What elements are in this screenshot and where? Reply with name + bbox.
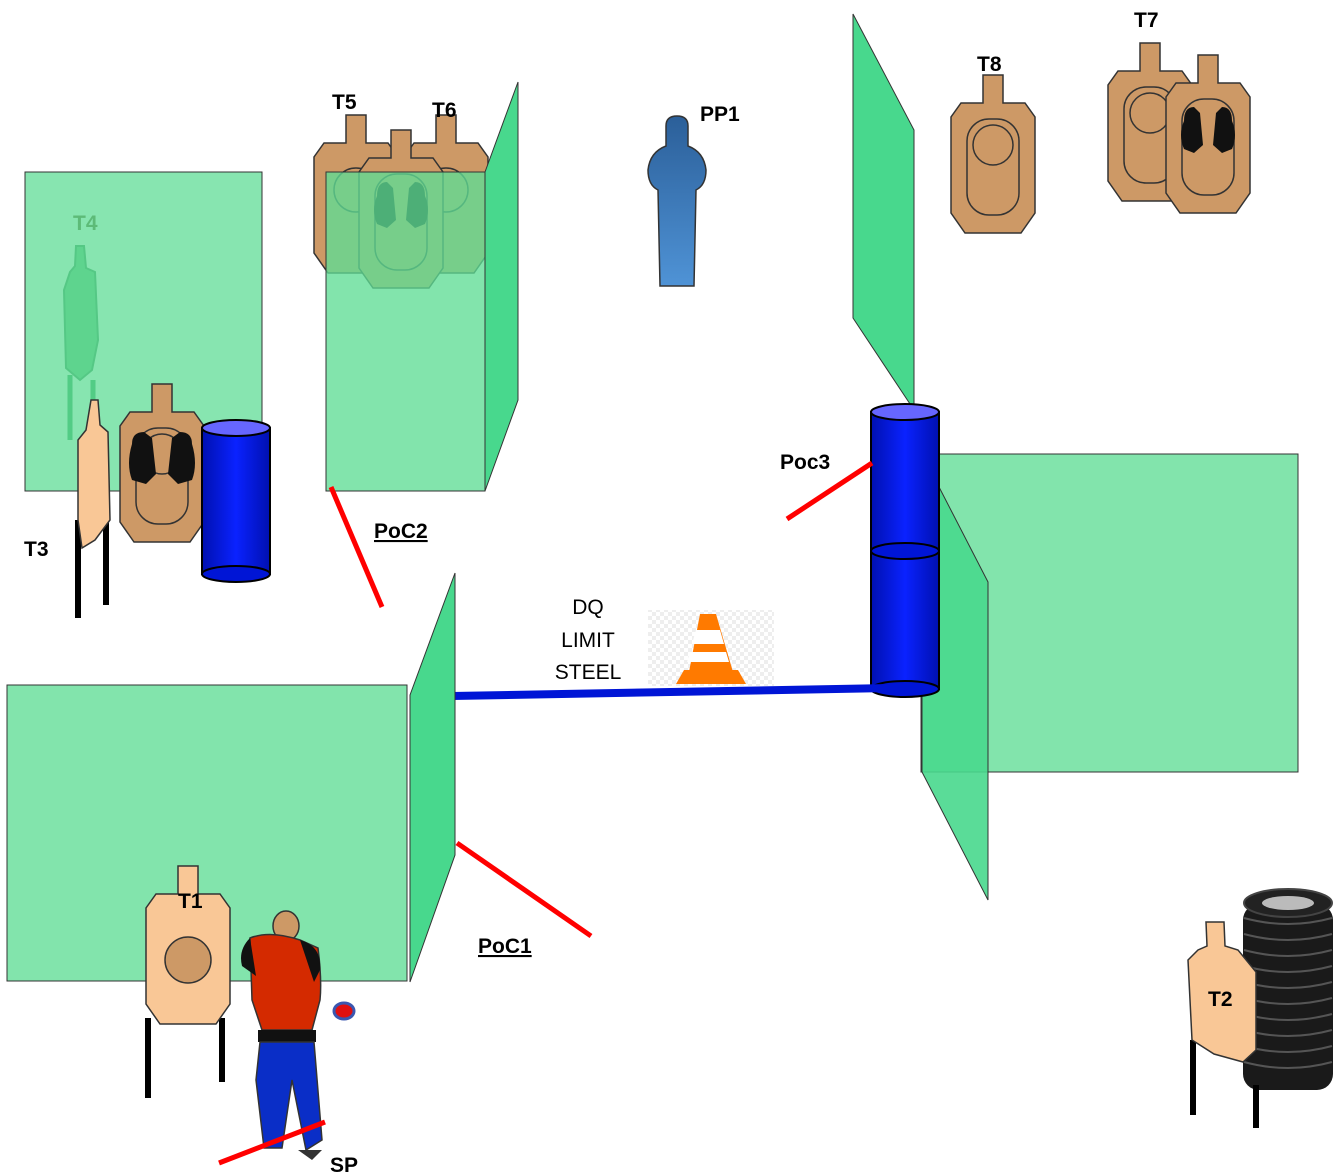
target-t3 (77, 399, 111, 550)
target-t3-stands (75, 520, 109, 618)
label-poc3: Poc3 (780, 451, 830, 474)
tire-stack (1243, 888, 1333, 1128)
traffic-cone-icon (648, 610, 774, 686)
label-dq-line3: STEEL (555, 661, 622, 684)
wall-center (325, 81, 519, 492)
no-shoot-target-left (119, 383, 205, 543)
no-shoot-target-right (1165, 54, 1251, 214)
label-t4: T4 (73, 212, 98, 235)
dq-limit-line (451, 684, 891, 700)
fault-line-poc1 (455, 840, 593, 939)
target-t1-stands (145, 1018, 225, 1098)
target-t1 (145, 865, 231, 1025)
wall-front-left (6, 572, 456, 983)
label-t8: T8 (977, 53, 1002, 76)
label-t2: T2 (1208, 988, 1233, 1011)
label-poc2: PoC2 (374, 520, 428, 543)
label-t6: T6 (432, 99, 457, 122)
wall-right-back (852, 13, 915, 412)
shooter-figure-icon (241, 910, 323, 1160)
wall-right-front (920, 453, 1299, 901)
label-t3: T3 (24, 538, 49, 561)
fault-line-sp (218, 1119, 326, 1166)
target-t2 (1187, 921, 1257, 1063)
label-t1: T1 (178, 890, 203, 913)
label-pp1: PP1 (700, 103, 740, 126)
barrel-stack-right (870, 403, 940, 698)
barrel-left (201, 419, 271, 583)
label-t5: T5 (332, 91, 357, 114)
fault-line-poc3 (785, 460, 874, 522)
start-marker-dot (332, 1001, 356, 1021)
label-t7: T7 (1134, 9, 1159, 32)
label-sp: SP (330, 1154, 358, 1175)
label-poc1: PoC1 (478, 935, 532, 958)
label-dq-line1: DQ (572, 596, 604, 619)
target-t8 (950, 74, 1036, 234)
fault-line-poc2 (328, 486, 385, 608)
popper-pp1 (647, 115, 707, 287)
label-dq-line2: LIMIT (561, 629, 615, 652)
